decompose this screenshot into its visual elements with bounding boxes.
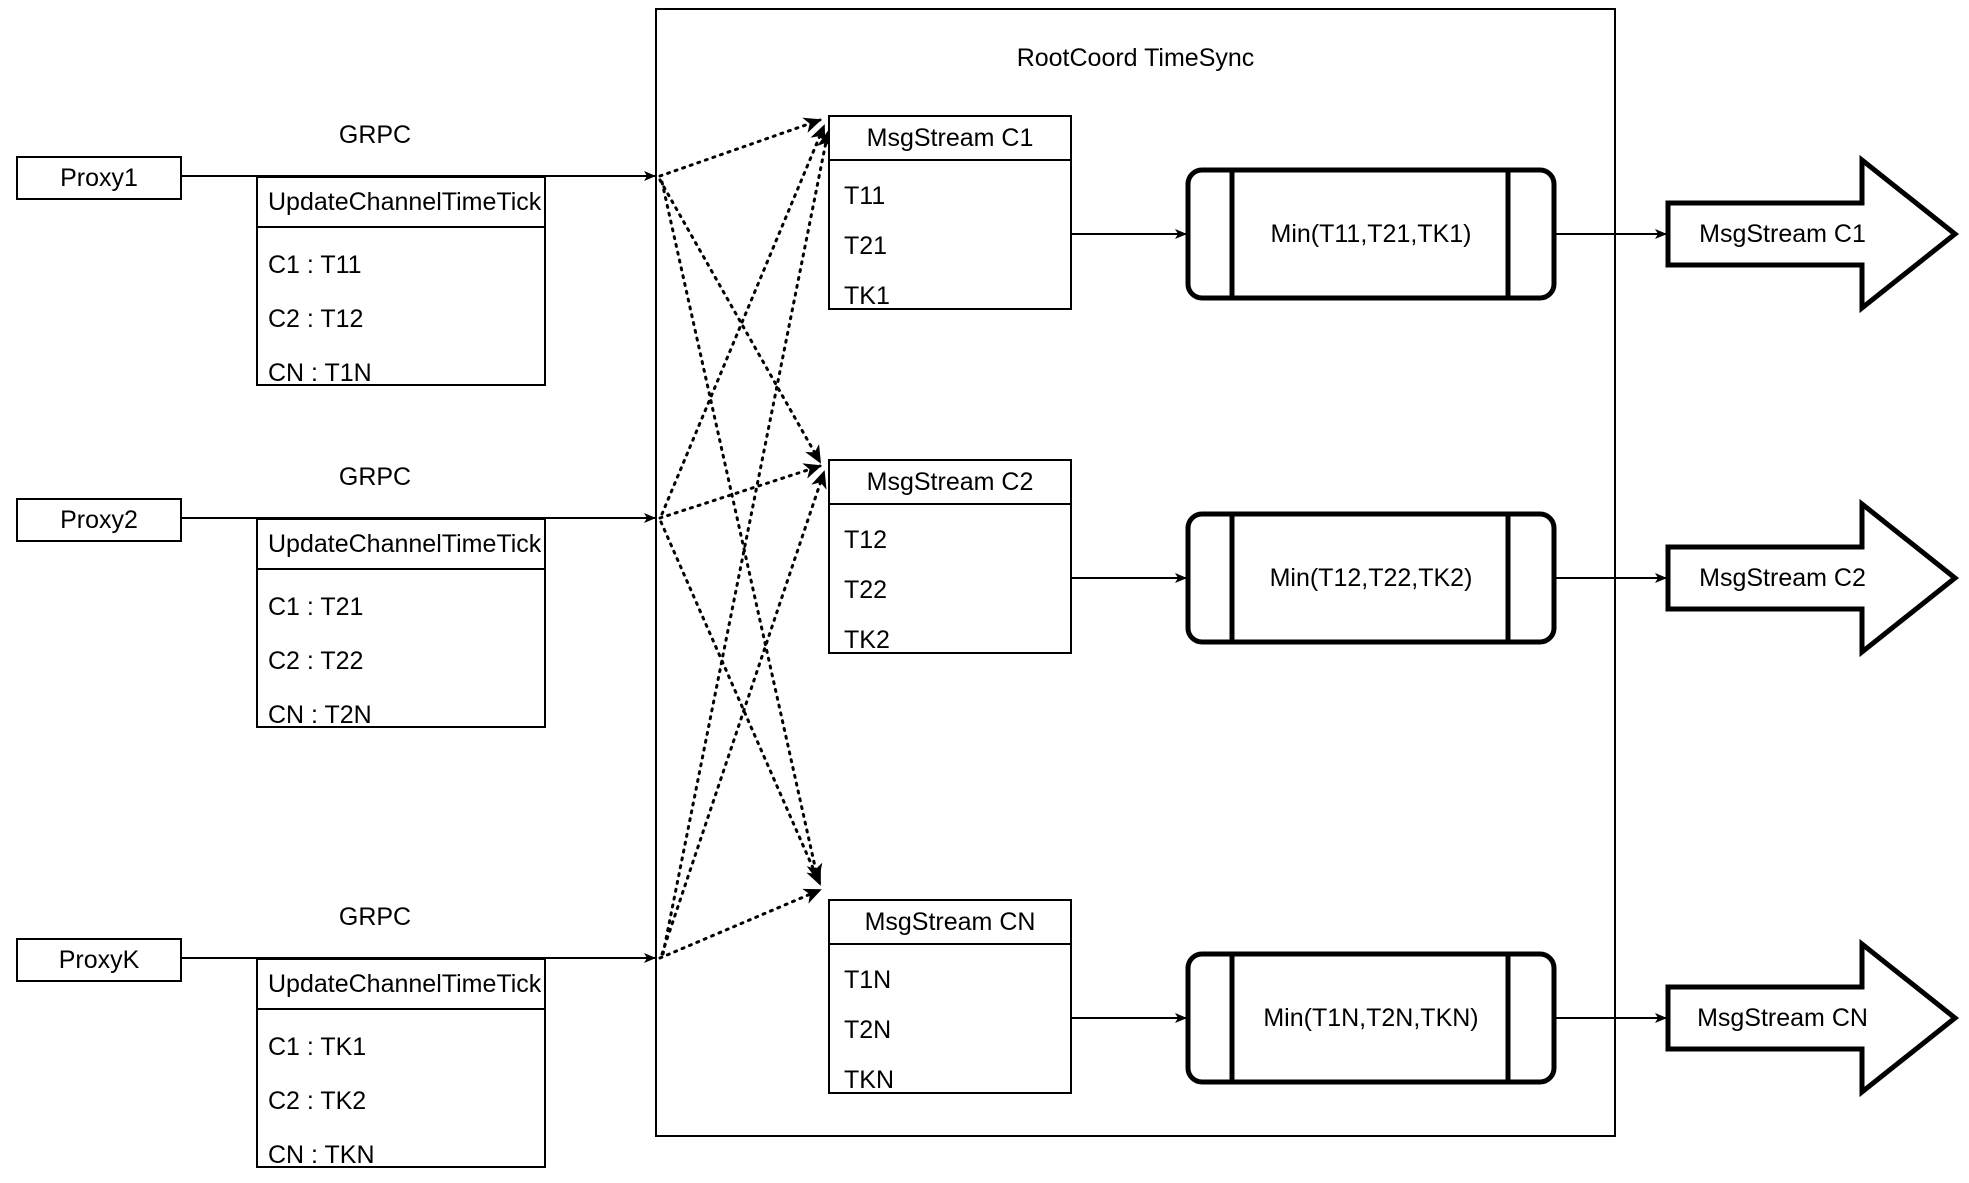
uct-rows-1: C1 : T11 C2 : T12 CN : T1N [258, 228, 544, 400]
msgstream-row: T21 [844, 231, 888, 260]
proxy-box-2[interactable]: Proxy2 [16, 498, 182, 542]
min-process-label-3: Min(T1N,T2N,TKN) [1263, 1003, 1479, 1032]
msgstream-rows-cn: T1N T2N TKN [830, 945, 1070, 1105]
msgstream-row: T12 [844, 525, 888, 554]
uct-row: C1 : T11 [268, 250, 362, 279]
msgstream-header-c2: MsgStream C2 [830, 461, 1070, 505]
output-arrow-label-c1: MsgStream C1 [1699, 219, 1866, 248]
msgstream-row: T22 [844, 575, 888, 604]
output-arrow-box-cn: MsgStream CN [1668, 944, 1955, 1092]
proxy-box-1[interactable]: Proxy1 [16, 156, 182, 200]
uct-header-2: UpdateChannelTimeTick [258, 520, 544, 570]
msgstream-header-c1: MsgStream C1 [830, 117, 1070, 161]
min-process-label-1: Min(T11,T21,TK1) [1270, 219, 1472, 248]
proxy-box-3[interactable]: ProxyK [16, 938, 182, 982]
msgstream-row: TK2 [844, 625, 890, 654]
msgstream-box-c1: MsgStream C1 T11 T21 TK1 [828, 115, 1072, 310]
uct-header-3: UpdateChannelTimeTick [258, 960, 544, 1010]
uct-row: CN : T2N [268, 700, 372, 729]
proxy-label-2: Proxy2 [60, 505, 138, 534]
grpc-label-1: GRPC [338, 121, 412, 149]
update-channel-timetick-box-1: UpdateChannelTimeTick C1 : T11 C2 : T12 … [256, 176, 546, 387]
output-arrow-label-cn: MsgStream CN [1697, 1003, 1868, 1032]
min-process-box-1: Min(T11,T21,TK1) [1188, 170, 1554, 298]
uct-row: C1 : T21 [268, 592, 364, 621]
msgstream-rows-c2: T12 T22 TK2 [830, 505, 1070, 665]
msgstream-box-cn: MsgStream CN T1N T2N TKN [828, 899, 1072, 1094]
uct-row: C2 : TK2 [268, 1086, 367, 1115]
msgstream-box-c2: MsgStream C2 T12 T22 TK2 [828, 459, 1072, 654]
uct-rows-2: C1 : T21 C2 : T22 CN : T2N [258, 570, 544, 742]
proxy-label-3: ProxyK [58, 945, 140, 974]
uct-row: C2 : T12 [268, 304, 364, 333]
msgstream-header-cn: MsgStream CN [830, 901, 1070, 945]
uct-row: C1 : TK1 [268, 1032, 367, 1061]
rootcoord-timesync-container [655, 8, 1616, 1137]
output-arrow-label-c2: MsgStream C2 [1699, 563, 1866, 592]
grpc-label-2: GRPC [338, 463, 412, 491]
uct-row: C2 : T22 [268, 646, 364, 675]
grpc-label-3: GRPC [338, 903, 412, 931]
min-process-box-3: Min(T1N,T2N,TKN) [1188, 954, 1554, 1082]
min-process-box-2: Min(T12,T22,TK2) [1188, 514, 1554, 642]
msgstream-row: TKN [844, 1065, 894, 1094]
uct-row: CN : T1N [268, 358, 372, 387]
update-channel-timetick-box-2: UpdateChannelTimeTick C1 : T21 C2 : T22 … [256, 518, 546, 729]
msgstream-row: T11 [844, 181, 886, 210]
output-arrow-box-c2: MsgStream C2 [1668, 504, 1955, 652]
msgstream-row: TK1 [844, 281, 890, 310]
proxy-label-1: Proxy1 [60, 163, 138, 192]
msgstream-row: T2N [844, 1015, 892, 1044]
uct-rows-3: C1 : TK1 C2 : TK2 CN : TKN [258, 1010, 544, 1182]
min-process-label-2: Min(T12,T22,TK2) [1269, 563, 1473, 592]
rootcoord-timesync-title: RootCoord TimeSync [1016, 44, 1255, 72]
msgstream-row: T1N [844, 965, 892, 994]
msgstream-rows-c1: T11 T21 TK1 [830, 161, 1070, 321]
uct-row: CN : TKN [268, 1140, 375, 1169]
uct-header-1: UpdateChannelTimeTick [258, 178, 544, 228]
update-channel-timetick-box-3: UpdateChannelTimeTick C1 : TK1 C2 : TK2 … [256, 958, 546, 1169]
output-arrow-box-c1: MsgStream C1 [1668, 160, 1955, 308]
